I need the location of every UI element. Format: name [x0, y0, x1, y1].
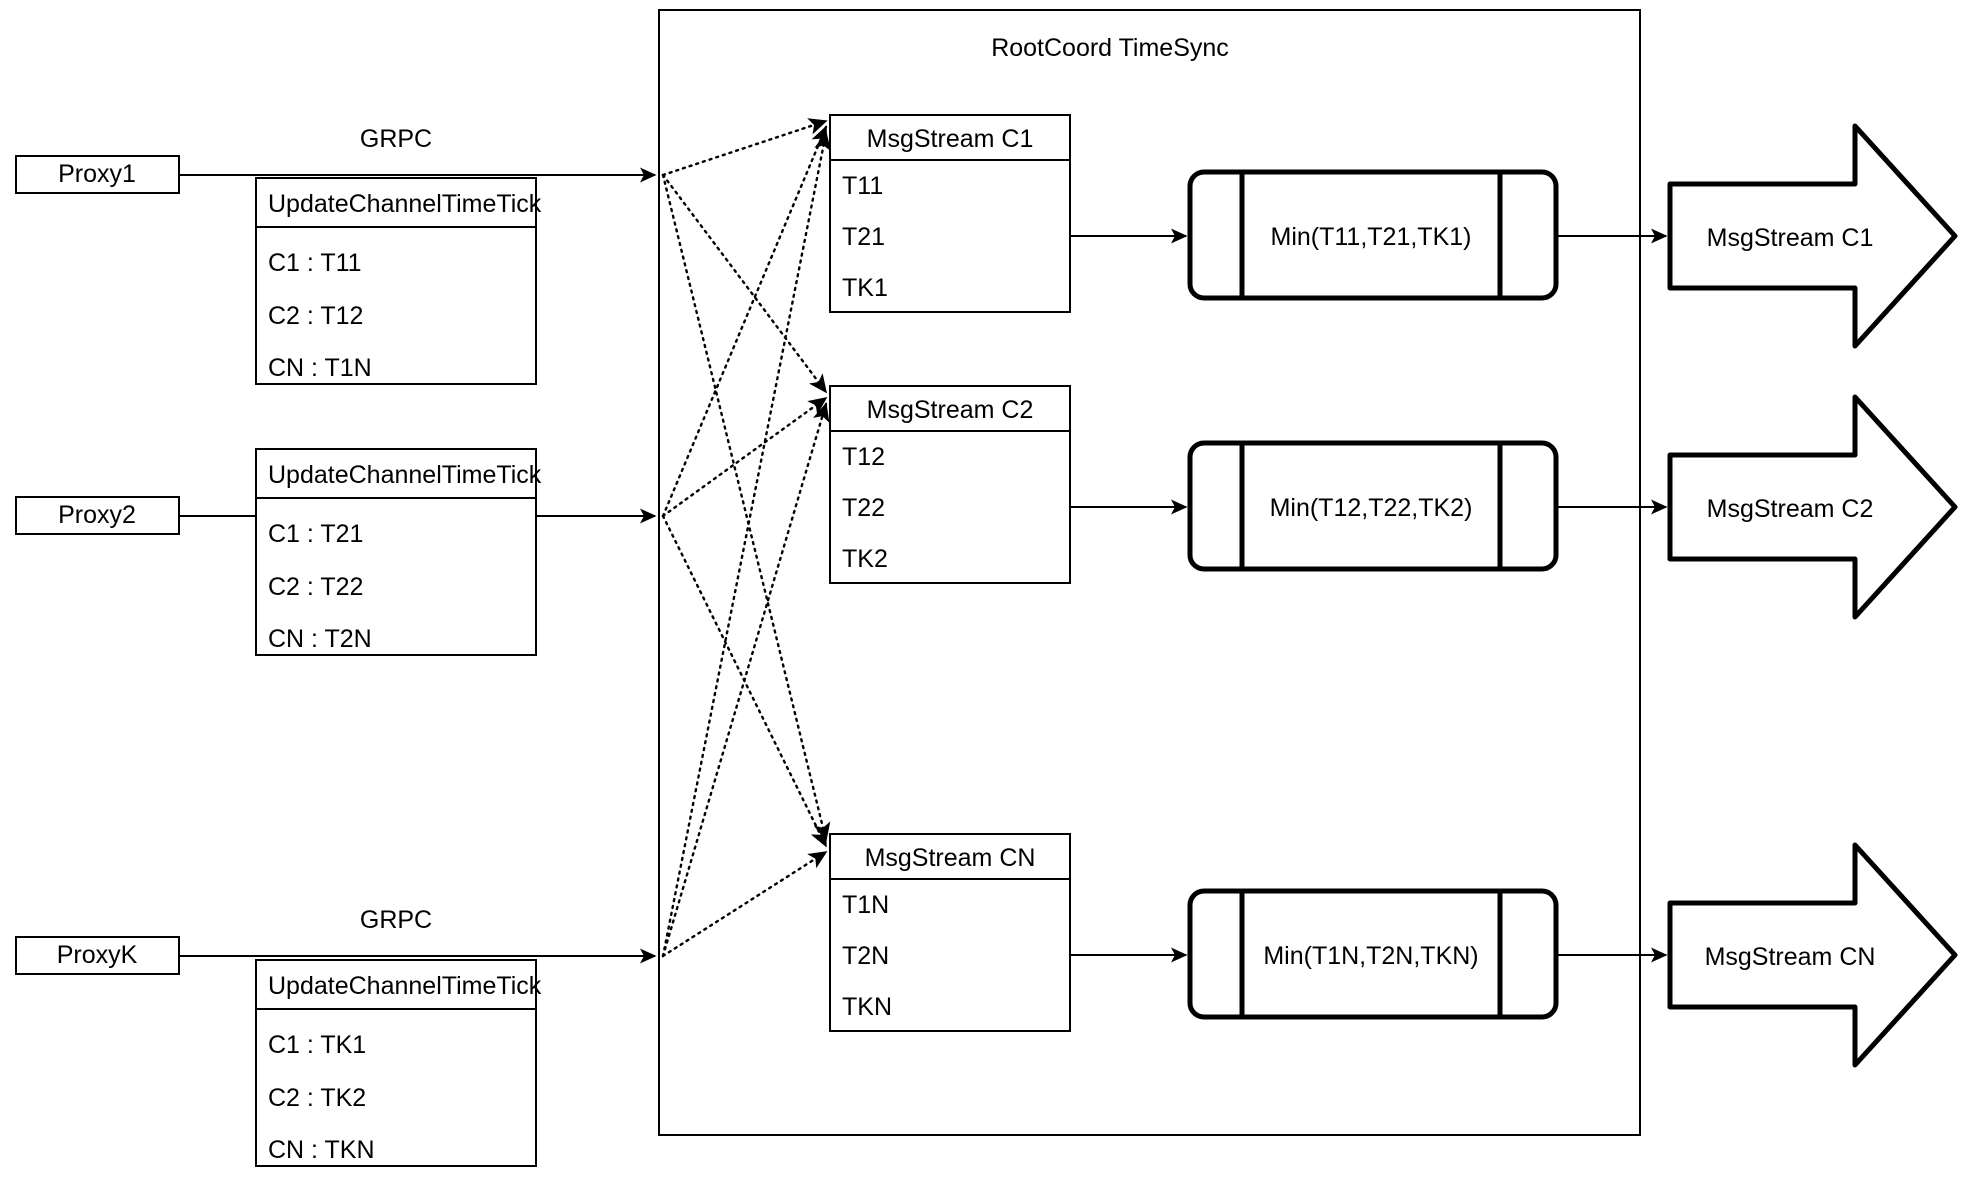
min-node-3: Min(T1N,T2N,TKN): [1187, 888, 1559, 1020]
request-entry: C2 : T22: [268, 573, 363, 601]
request-title: UpdateChannelTimeTick: [268, 972, 542, 1000]
proxy-box-3[interactable]: ProxyK: [15, 936, 180, 975]
msgstream-title: MsgStream CN: [865, 844, 1036, 872]
request-title: UpdateChannelTimeTick: [268, 190, 542, 218]
proxy-box-2[interactable]: Proxy2: [15, 496, 180, 535]
timetick-fanout-connectors: [661, 118, 832, 958]
request-entry: CN : TKN: [268, 1136, 375, 1164]
update-channel-timetick-card-1: UpdateChannelTimeTick C1 : T11 C2 : T12 …: [255, 177, 542, 385]
pipeline-row-1: Proxy1 GRPC UpdateChannelTimeTick C1 : T…: [15, 114, 1958, 385]
fanout-pk-to-c1: [661, 131, 832, 958]
msgstream-entry: T11: [842, 172, 883, 200]
min-label: Min(T1N,T2N,TKN): [1263, 942, 1478, 970]
output-block-arrow-3: MsgStream CN: [1667, 842, 1958, 1068]
fanout-pk-to-cn: [661, 850, 828, 958]
output-label: MsgStream C2: [1707, 495, 1874, 523]
update-channel-timetick-card-2: UpdateChannelTimeTick C1 : T21 C2 : T22 …: [255, 448, 542, 656]
msgstream-entry: TK2: [842, 545, 888, 573]
min-node-1: Min(T11,T21,TK1): [1187, 169, 1559, 301]
msgstream-entry: T12: [842, 443, 885, 471]
min-node-2: Min(T12,T22,TK2): [1187, 440, 1559, 572]
request-title: UpdateChannelTimeTick: [268, 461, 542, 489]
output-label: MsgStream CN: [1705, 943, 1876, 971]
msgstream-entry: T22: [842, 494, 885, 522]
msgstream-title: MsgStream C2: [867, 396, 1034, 424]
msgstream-entry: T2N: [842, 942, 889, 970]
output-block-arrow-2: MsgStream C2: [1667, 394, 1958, 620]
request-entry: CN : T1N: [268, 354, 372, 382]
fanout-p1-to-c1: [661, 118, 828, 177]
grpc-label-1: GRPC: [360, 125, 432, 153]
fanout-p2-to-c2: [661, 396, 828, 518]
proxy-label: Proxy1: [58, 160, 136, 188]
msgstream-entry: T21: [842, 223, 885, 251]
msgstream-card-1: MsgStream C1 T11 T21 TK1: [829, 114, 1071, 313]
update-channel-timetick-card-3: UpdateChannelTimeTick C1 : TK1 C2 : TK2 …: [255, 959, 542, 1167]
request-entry: C1 : T21: [268, 520, 363, 548]
msgstream-card-3: MsgStream CN T1N T2N TKN: [829, 833, 1071, 1032]
request-entry: C2 : T12: [268, 302, 363, 330]
container-title: RootCoord TimeSync: [991, 34, 1229, 62]
pipeline-row-2: Proxy2 GRPC UpdateChannelTimeTick C1 : T…: [15, 385, 1958, 656]
fanout-pk-to-c2: [661, 402, 830, 958]
fanout-p1-to-cn: [661, 173, 831, 842]
output-label: MsgStream C1: [1707, 224, 1874, 252]
grpc-label-3: GRPC: [360, 906, 432, 934]
msgstream-entry: TKN: [842, 993, 892, 1021]
request-entry: C1 : T11: [268, 249, 362, 277]
output-block-arrow-1: MsgStream C1: [1667, 123, 1958, 349]
proxy-label: ProxyK: [57, 941, 138, 969]
min-label: Min(T11,T21,TK1): [1271, 223, 1472, 251]
request-entry: CN : T2N: [268, 625, 372, 653]
proxy-label: Proxy2: [58, 501, 136, 529]
proxy-box-1[interactable]: Proxy1: [15, 155, 180, 194]
request-entry: C2 : TK2: [268, 1084, 366, 1112]
msgstream-card-2: MsgStream C2 T12 T22 TK2: [829, 385, 1071, 584]
fanout-p1-to-c2: [661, 173, 828, 394]
msgstream-title: MsgStream C1: [867, 125, 1034, 153]
msgstream-entry: T1N: [842, 891, 889, 919]
request-entry: C1 : TK1: [268, 1031, 366, 1059]
fanout-p2-to-c1: [661, 125, 828, 518]
pipeline-row-3: ProxyK GRPC UpdateChannelTimeTick C1 : T…: [15, 833, 1958, 1167]
msgstream-entry: TK1: [842, 274, 888, 302]
min-label: Min(T12,T22,TK2): [1270, 494, 1473, 522]
